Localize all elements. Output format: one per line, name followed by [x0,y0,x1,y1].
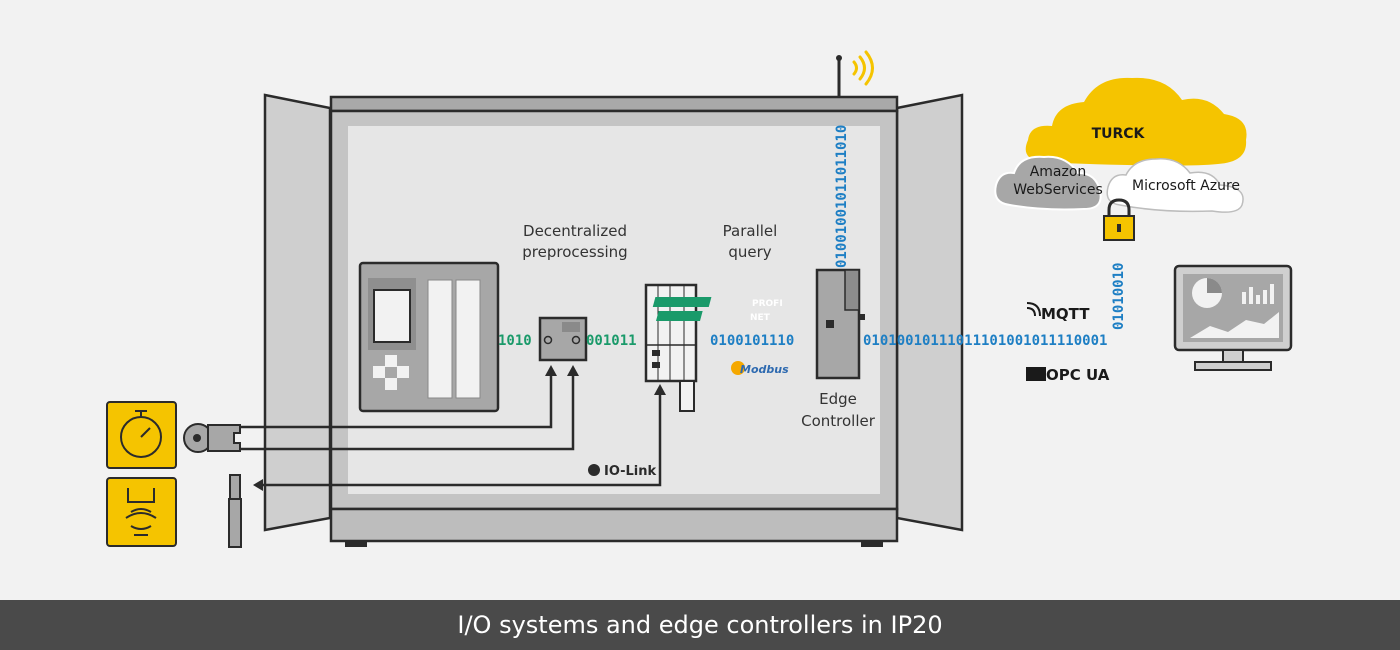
decentralized-label: Decentralized [523,222,627,240]
opcua-logo: OPC UA [1026,366,1110,384]
connector-plug-icon [183,423,241,453]
edge-label: Edge [819,390,857,408]
cabinet-left-door [263,93,332,532]
cabinet-body [329,95,899,547]
svg-text:Microsoft Azure: Microsoft Azure [1132,178,1240,194]
turck-cloud: TURCK [1025,77,1247,166]
parallel-label: Parallel [723,222,778,240]
bitstream-vertical-antenna: 01001001011011010 [834,125,850,268]
iolink-logo: IO-Link [588,464,657,479]
plc-controller [358,261,500,413]
cabinet-right-door [895,93,964,532]
caption-text: I/O systems and edge controllers in IP20 [457,611,943,639]
svg-text:Amazon: Amazon [1030,164,1087,180]
antenna-icon [836,55,842,97]
diagram: Decentralized preprocessing Parallel que… [106,50,1293,548]
bitstream-middle2: 0100101110 [710,333,794,349]
mqtt-logo: MQTT [1026,302,1090,323]
bitstream-left: 1010 [498,333,532,349]
preprocessing-module [538,316,588,362]
svg-text:TURCK: TURCK [1092,126,1146,142]
svg-text:OPC UA: OPC UA [1046,366,1110,384]
bitstream-right: 01010010111011101001011110001 [863,333,1107,349]
wire-arrowheads [253,365,666,491]
wireless-signal-icon [852,50,874,86]
svg-text:MQTT: MQTT [1041,305,1090,323]
lock-icon [1103,198,1135,241]
presence-sensor [106,477,177,547]
bitstream-mid: 001011 [586,333,637,349]
diagram-canvas: Decentralized preprocessing Parallel que… [106,50,1293,548]
caption-bar: I/O systems and edge controllers in IP20 [0,600,1400,650]
svg-text:Modbus: Modbus [740,363,789,376]
area-chart-icon [1190,312,1279,338]
cylinder-sensor-icon [228,474,242,548]
profinet-logo: PROFI NET [652,297,783,323]
bar-chart-icon [1242,284,1274,304]
bitstream-vertical-lock: 01010010 [1111,263,1127,330]
svg-text:NET: NET [750,313,771,323]
dpad-icon [373,355,409,390]
pie-chart-icon [1192,278,1222,308]
svg-text:IO-Link: IO-Link [604,464,657,479]
preprocessing-label: preprocessing [522,243,627,261]
query-label: query [728,243,771,261]
timer-sensor [106,401,177,469]
signal-wires [240,373,662,487]
controller-label: Controller [801,412,876,430]
monitor-icon [1173,264,1293,371]
aws-cloud: Amazon WebServices [994,155,1103,211]
svg-text:WebServices: WebServices [1013,182,1103,198]
azure-cloud: Microsoft Azure [1106,158,1244,213]
edge-controller-device [815,268,865,380]
modbus-logo: Modbus [731,361,789,376]
svg-text:PROFI: PROFI [752,299,783,309]
